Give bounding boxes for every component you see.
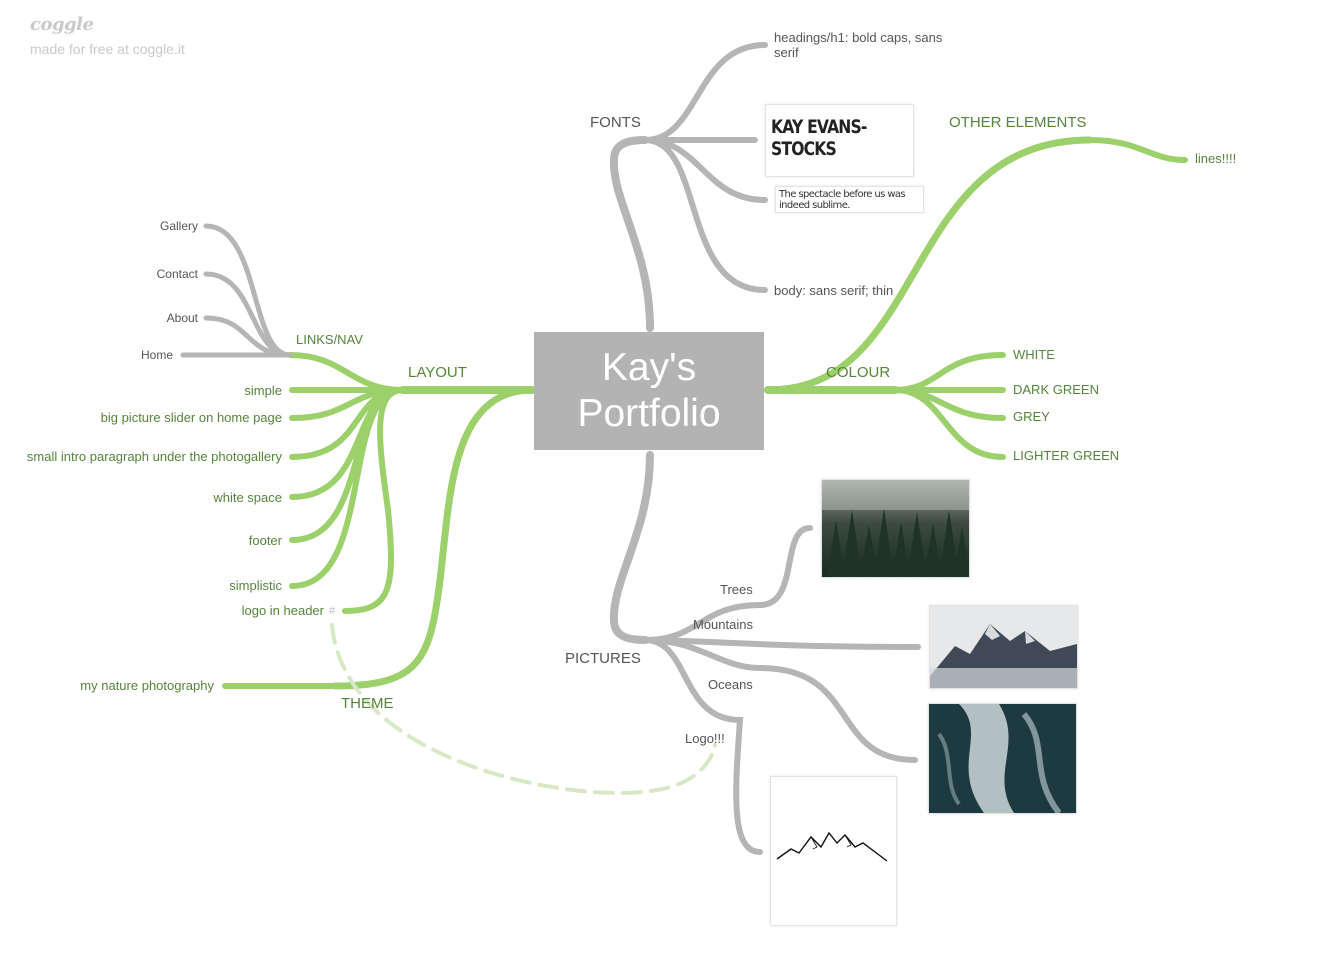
logo-card[interactable]: [770, 776, 897, 926]
node-pictures-trees[interactable]: Trees: [720, 582, 753, 597]
forest-image: [822, 480, 969, 577]
node-nav-gallery[interactable]: Gallery: [159, 219, 198, 233]
font-quote-card[interactable]: The spectacle before us was indeed subli…: [775, 186, 924, 213]
node-colour[interactable]: COLOUR: [826, 364, 891, 381]
cross-link-logo: [330, 623, 717, 795]
node-nav-about[interactable]: About: [166, 311, 198, 325]
ocean-image: [929, 704, 1076, 813]
link-hash-icon[interactable]: #: [329, 605, 336, 617]
node-pictures-mountains[interactable]: Mountains: [693, 617, 753, 632]
font-sample-card[interactable]: KAY EVANS-STOCKS: [765, 104, 914, 177]
branch-pictures-trees: [642, 525, 813, 643]
central-node-line2: Portfolio: [577, 392, 721, 435]
node-layout-simplistic[interactable]: simplistic: [229, 578, 282, 593]
node-layout-logo-header[interactable]: logo in header: [241, 603, 324, 618]
node-fonts[interactable]: FONTS: [590, 114, 641, 131]
branch-fonts-body: [642, 137, 768, 293]
central-node-line1: Kay's: [601, 346, 697, 389]
branch-pictures-oceans: [642, 637, 918, 763]
node-colour-white[interactable]: WHITE: [1013, 347, 1055, 362]
font-sample-title: KAY EVANS-STOCKS: [771, 116, 867, 160]
node-theme[interactable]: THEME: [341, 695, 394, 712]
branch-fonts: [609, 136, 654, 332]
branch-pictures: [609, 451, 654, 644]
node-colour-lighter-green[interactable]: LIGHTER GREEN: [1013, 448, 1120, 463]
node-layout-simple[interactable]: simple: [244, 383, 282, 398]
font-sample-quote: The spectacle before us was indeed subli…: [779, 189, 906, 211]
mountain-logo-icon: [776, 831, 888, 862]
node-nav-home[interactable]: Home: [140, 348, 173, 362]
branch-pictures-logo: [642, 637, 763, 855]
forest-photo[interactable]: [821, 479, 970, 578]
central-node[interactable]: Kay's Portfolio: [534, 332, 764, 450]
node-colour-grey[interactable]: GREY: [1013, 409, 1050, 424]
mountain-photo[interactable]: [929, 605, 1078, 689]
node-fonts-headings[interactable]: headings/h1: bold caps, sans serif: [774, 30, 943, 60]
branch-theme: [331, 386, 536, 690]
coggle-brand[interactable]: coggle made for free at coggle.it: [30, 14, 185, 57]
node-layout[interactable]: LAYOUT: [408, 364, 467, 381]
node-pictures-logo[interactable]: Logo!!!: [685, 731, 725, 746]
node-pictures-oceans[interactable]: Oceans: [708, 677, 753, 692]
node-links-nav[interactable]: LINKS/NAV: [296, 332, 363, 347]
node-fonts-body[interactable]: body: sans serif; thin: [774, 283, 894, 298]
branch-fonts-headings: [642, 42, 768, 143]
coggle-tagline[interactable]: made for free at coggle.it: [30, 41, 185, 57]
branch-other-elements: [764, 136, 1094, 394]
node-layout-slider[interactable]: big picture slider on home page: [100, 410, 282, 425]
node-other-elements[interactable]: OTHER ELEMENTS: [949, 114, 1087, 131]
node-lines[interactable]: lines!!!!: [1195, 151, 1237, 166]
mountain-image: [930, 606, 1077, 688]
coggle-logo[interactable]: coggle: [30, 14, 94, 35]
node-layout-intro[interactable]: small intro paragraph under the photogal…: [26, 449, 282, 464]
node-theme-nature[interactable]: my nature photography: [80, 678, 214, 693]
node-pictures[interactable]: PICTURES: [565, 650, 641, 667]
node-colour-dark-green[interactable]: DARK GREEN: [1013, 382, 1099, 397]
node-layout-footer[interactable]: footer: [248, 533, 282, 548]
node-nav-contact[interactable]: Contact: [156, 267, 198, 281]
node-layout-white-space[interactable]: white space: [213, 490, 282, 505]
ocean-photo[interactable]: [928, 703, 1077, 814]
